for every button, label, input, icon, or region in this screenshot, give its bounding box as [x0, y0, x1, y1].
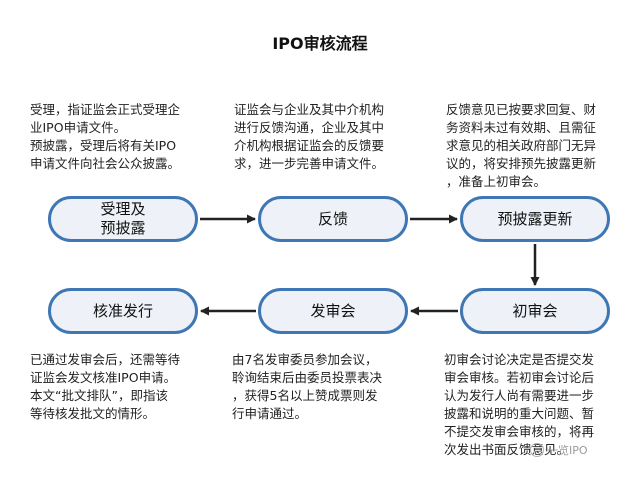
first-review-node: 初审会	[460, 288, 610, 334]
accept-node: 受理及 预披露	[48, 196, 198, 242]
issuance-committee-node: 发审会	[258, 288, 408, 334]
diagram-title: IPO审核流程	[272, 34, 368, 53]
watermark: 一览IPO	[530, 440, 630, 460]
accept-description: 受理，指证监会正式受理企 业IPO申请文件。 预披露，受理后将有关IPO 申请文…	[30, 102, 181, 171]
feedback-node: 反馈	[258, 196, 408, 242]
issuance-committee-description: 由7名发审委员参加会议， 聆询结束后由委员投票表决 ，获得5名以上赞成票则发 行…	[232, 352, 383, 421]
pre-disclosure-update-description: 反馈意见已按要求回复、财 务资料未过有效期、且需征 求意见的相关政府部门无异 议…	[446, 102, 597, 189]
approval-node: 核准发行	[48, 288, 198, 334]
pre-disclosure-update-node: 预披露更新	[460, 196, 610, 242]
first-review-description: 初审会讨论决定是否提交发 审会审核。若初审会讨论后 认为发行人尚有需要进一步 披…	[444, 352, 595, 457]
feedback-description: 证监会与企业及其中介机构 进行反馈沟通，企业及其中 介机构根据证监会的反馈要 求…	[234, 102, 385, 171]
watermark-text: 一览IPO	[547, 444, 588, 457]
approval-description: 已通过发审会后，还需等待 证监会发文核准IPO申请。 本文“批文排队”，即指该 …	[30, 352, 181, 421]
wechat-icon	[530, 443, 544, 457]
